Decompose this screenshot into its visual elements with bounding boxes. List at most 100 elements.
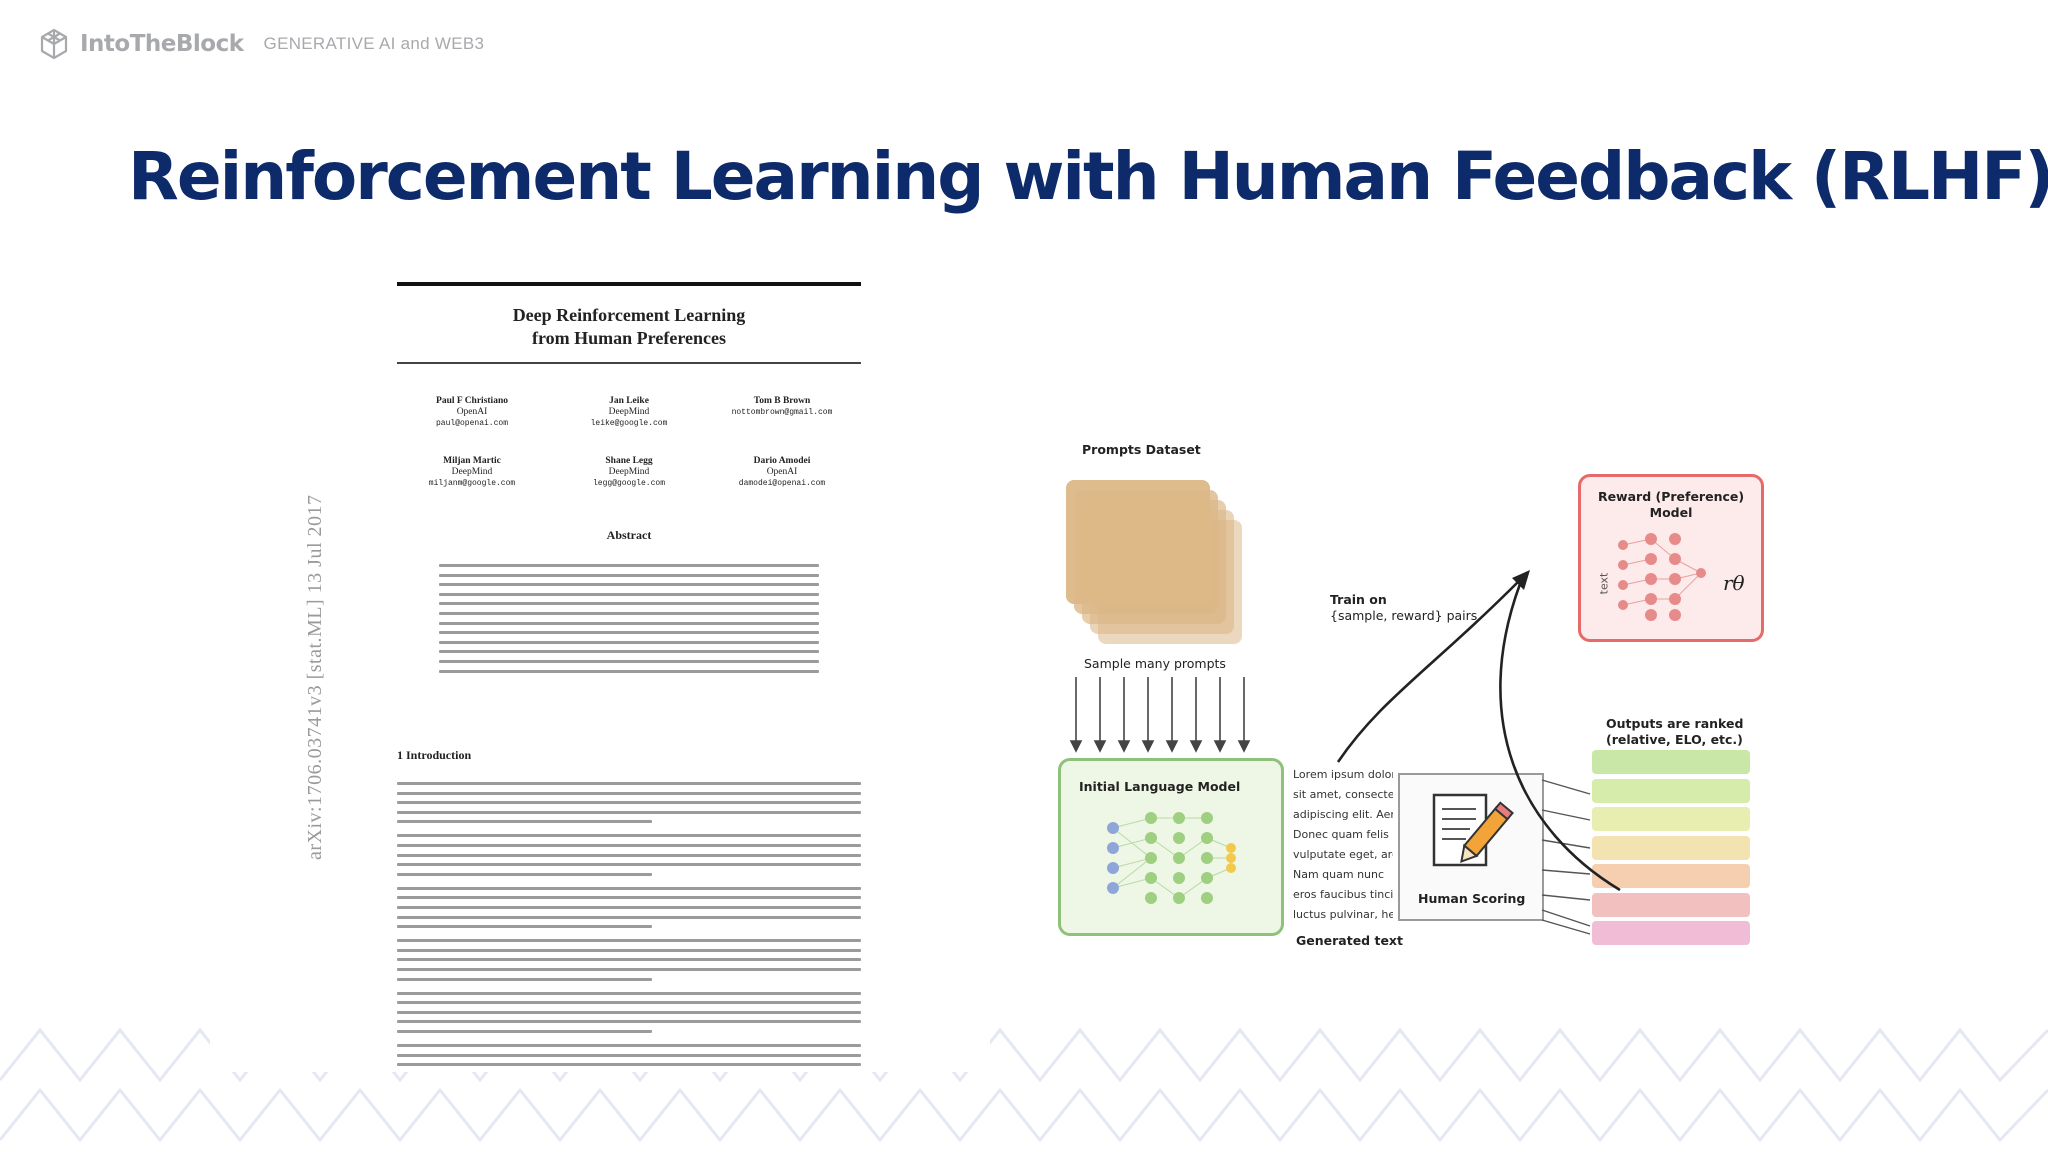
arxiv-identifier: arXiv:1706.03741v3 [stat.ML] 13 Jul 2017 <box>304 494 326 860</box>
paper-title-line-1: Deep Reinforcement Learning <box>512 305 746 325</box>
rlhf-diagram: Prompts Dataset Sample many prompts Init… <box>1000 400 1790 1000</box>
generated-line: Nam quam nunc <box>1293 868 1385 881</box>
text-line <box>439 573 819 577</box>
author-name: Miljan Martic <box>443 456 501 466</box>
text-line <box>397 1010 861 1014</box>
text-line <box>439 564 819 567</box>
author-name: Tom B Brown <box>753 396 811 406</box>
author-block: Shane Legg DeepMind legg@google.com <box>554 456 704 489</box>
text-line <box>439 621 819 625</box>
slide-title: Reinforcement Learning with Human Feedba… <box>128 138 2048 215</box>
text-line <box>397 810 861 814</box>
abstract-heading: Abstract <box>606 528 652 542</box>
author-block: Jan Leike DeepMind leike@google.com <box>554 396 704 429</box>
text-line <box>397 977 653 981</box>
text-line <box>397 863 861 867</box>
text-line <box>397 820 653 824</box>
reward-model-box: Reward (Preference) Model text rθ <box>1578 474 1764 642</box>
generated-line: sit amet, consectet <box>1293 788 1393 801</box>
author-name: Dario Amodei <box>753 456 811 466</box>
text-line <box>397 1030 653 1033</box>
author-block: Tom B Brown nottombrown@gmail.com <box>707 396 857 418</box>
author-affiliation: OpenAI <box>456 407 488 417</box>
ranked-output-bar <box>1592 750 1750 774</box>
text-line <box>397 834 861 838</box>
author-block: Miljan Martic DeepMind miljanm@google.co… <box>397 456 547 489</box>
text-line <box>397 906 861 909</box>
author-block: Paul F Christiano OpenAI paul@openai.com <box>397 396 547 429</box>
initial-lm-label: Initial Language Model <box>1079 779 1241 794</box>
generated-text-block: Lorem ipsum dolor sit amet, consectet ad… <box>1293 765 1393 930</box>
text-line <box>397 896 861 900</box>
paper-title-rule <box>397 362 861 364</box>
human-scoring-box: Human Scoring <box>1398 773 1544 921</box>
text-line <box>397 1063 861 1067</box>
text-line <box>397 915 861 919</box>
author-name: Shane Legg <box>605 456 653 466</box>
author-email: leike@google.com <box>590 419 668 428</box>
text-line <box>397 853 861 857</box>
human-scoring-label: Human Scoring <box>1418 891 1526 906</box>
generated-line: luctus pulvinar, her <box>1293 908 1393 921</box>
text-line <box>439 602 819 606</box>
text-line <box>397 872 653 876</box>
author-affiliation: OpenAI <box>766 467 798 477</box>
text-line <box>397 968 861 971</box>
ranked-output-bar <box>1592 835 1750 860</box>
generated-line: vulputate eget, arc <box>1293 848 1393 861</box>
text-line <box>439 669 819 673</box>
reward-model-title: Reward (Preference) Model <box>1597 489 1745 520</box>
sample-prompts-label: Sample many prompts <box>1084 656 1226 671</box>
author-name: Paul F Christiano <box>436 396 508 406</box>
brand-tagline: GENERATIVE AI and WEB3 <box>263 34 485 53</box>
outputs-ranked-label: Outputs are ranked (relative, ELO, etc.) <box>1606 716 1744 747</box>
brand-name: IntoTheBlock <box>80 31 244 57</box>
author-email: nottombrown@gmail.com <box>731 408 833 417</box>
text-line <box>439 612 819 615</box>
text-line <box>439 592 819 596</box>
text-line <box>397 886 861 890</box>
text-line <box>439 583 819 587</box>
generated-line: Donec quam felis <box>1293 828 1389 841</box>
author-email: miljanm@google.com <box>428 479 516 488</box>
generated-line: eros faucibus tincid <box>1293 888 1393 901</box>
prompts-dataset-label: Prompts Dataset <box>1082 442 1201 457</box>
ranked-output-bar <box>1592 892 1750 917</box>
brand: IntoTheBlock GENERATIVE AI and WEB3 <box>38 28 484 60</box>
author-email: damodei@openai.com <box>738 479 826 488</box>
reward-network-icon <box>1618 533 1706 621</box>
text-line <box>439 631 819 635</box>
text-line <box>439 650 819 654</box>
document-pencil-icon <box>1432 793 1514 867</box>
paper-top-rule <box>397 282 861 286</box>
text-line <box>397 1044 861 1047</box>
text-line <box>439 640 819 644</box>
ranking-arrows <box>1541 779 1591 935</box>
text-line <box>397 1020 861 1024</box>
paper-first-page: Deep Reinforcement Learning from Human P… <box>397 282 861 1067</box>
ranked-output-bar <box>1592 778 1750 803</box>
train-on-label: Train on {sample, reward} pairs <box>1330 592 1478 623</box>
author-affiliation: DeepMind <box>608 407 650 417</box>
text-line <box>397 1053 861 1057</box>
text-line <box>397 801 861 805</box>
reward-input-label: text <box>1597 572 1611 595</box>
text-line <box>397 925 653 929</box>
generated-text-label: Generated text <box>1296 933 1403 948</box>
text-line <box>397 991 861 995</box>
generated-line: adipiscing elit. Aen <box>1293 808 1393 821</box>
text-line <box>397 844 861 847</box>
text-line <box>397 782 861 785</box>
paper-title: Deep Reinforcement Learning from Human P… <box>397 304 861 350</box>
author-email: paul@openai.com <box>435 419 508 428</box>
ranked-output-bar <box>1592 921 1750 945</box>
author-name: Jan Leike <box>609 396 649 406</box>
text-line <box>397 791 861 795</box>
prompt-card <box>1066 480 1210 604</box>
text-line <box>439 660 819 663</box>
author-affiliation: DeepMind <box>451 467 493 477</box>
ranked-output-bar <box>1592 807 1750 831</box>
text-line <box>397 1001 861 1005</box>
initial-language-model-box: Initial Language Model <box>1058 758 1284 936</box>
cube-network-icon <box>40 28 68 60</box>
